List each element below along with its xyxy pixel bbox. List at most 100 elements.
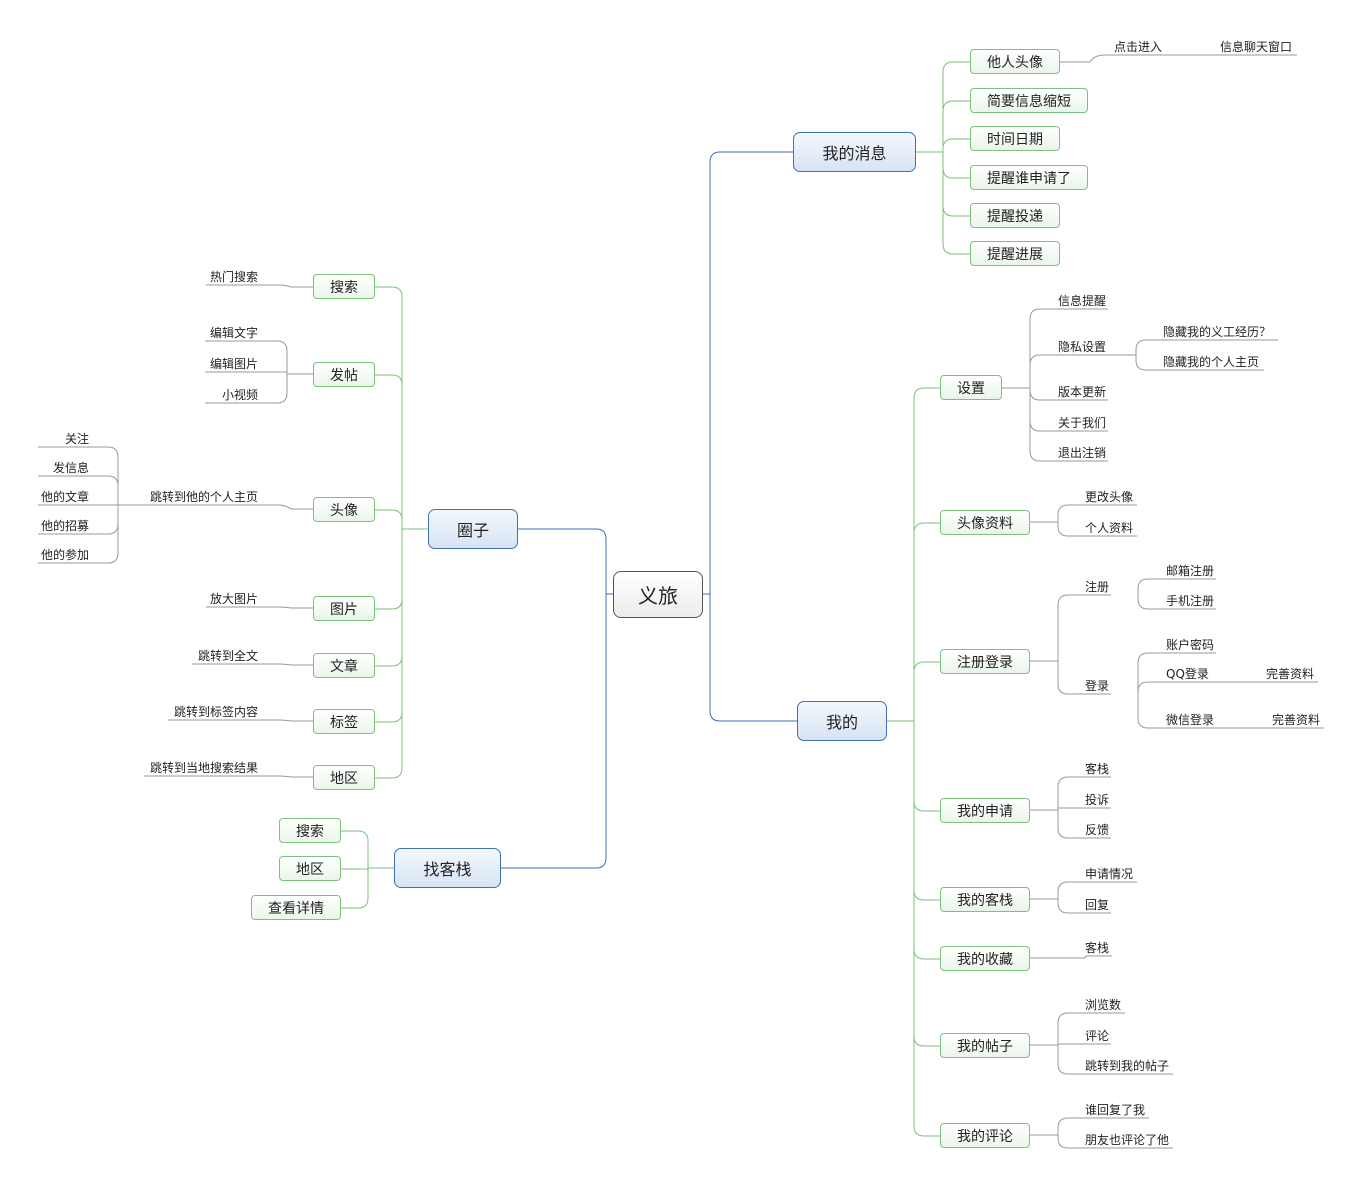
circle-avatar-leaf2[interactable]: 关注 (64, 432, 89, 446)
login-link (1137, 681, 1162, 694)
mine-item[interactable]: 我的帖子 (940, 1033, 1030, 1058)
fav-leaf[interactable]: 客栈 (1085, 941, 1110, 955)
circle-search-leaf[interactable]: 热门搜索 (209, 270, 258, 284)
msg-item[interactable]: 简要信息缩短 (970, 88, 1088, 113)
mycomment-leaf[interactable]: 谁回复了我 (1085, 1103, 1146, 1117)
mypost-leaf[interactable]: 评论 (1085, 1029, 1110, 1043)
circle-item[interactable]: 发帖 (313, 362, 375, 387)
circle-post-leaf[interactable]: 编辑图片 (209, 357, 258, 371)
mine-item[interactable]: 头像资料 (940, 510, 1030, 535)
apply-leaf[interactable]: 投诉 (1085, 793, 1110, 807)
mypost-link (1057, 1045, 1083, 1075)
msg-item[interactable]: 他人头像 (970, 49, 1060, 74)
circle-article-leaf[interactable]: 跳转到全文 (197, 649, 258, 663)
circle-post-leaf[interactable]: 小视频 (221, 388, 258, 402)
mine-item[interactable]: 设置 (940, 375, 1002, 400)
settings-leaf[interactable]: 信息提醒 (1058, 294, 1107, 308)
circle-region-leaf-link (144, 775, 313, 778)
msg-avatar-sub2[interactable]: 信息聊天窗口 (1220, 40, 1293, 54)
branch-circle[interactable]: 圈子 (428, 509, 518, 549)
login-leaf[interactable]: QQ登录 (1166, 667, 1209, 681)
apply-leaf[interactable]: 客栈 (1085, 762, 1110, 776)
myinn-leaf[interactable]: 申请情况 (1085, 867, 1134, 881)
mypost-link (1057, 1012, 1083, 1045)
msg-link (942, 61, 970, 152)
inn-item[interactable]: 地区 (279, 856, 341, 881)
settings-leaf[interactable]: 版本更新 (1058, 385, 1107, 399)
mine-link (913, 661, 940, 721)
inn-link (341, 830, 369, 868)
avatar2-link (38, 505, 119, 564)
circle-image-leaf-link (206, 606, 313, 609)
branch-inn[interactable]: 找客栈 (394, 848, 501, 888)
settings-leaf[interactable]: 关于我们 (1058, 416, 1107, 430)
circle-region-leaf[interactable]: 跳转到当地搜索结果 (149, 761, 258, 775)
settings-leaf[interactable]: 隐私设置 (1058, 340, 1107, 354)
circle-item[interactable]: 地区 (313, 765, 375, 790)
msg-item[interactable]: 提醒投递 (970, 203, 1060, 228)
msg-item[interactable]: 提醒谁申请了 (970, 165, 1088, 190)
circle-article-leaf-link (192, 663, 313, 666)
register-leaf[interactable]: 手机注册 (1166, 594, 1215, 608)
circle-image-leaf[interactable]: 放大图片 (209, 592, 258, 606)
mine-item[interactable]: 我的收藏 (940, 946, 1030, 971)
mine-item[interactable]: 我的评论 (940, 1123, 1030, 1148)
inn-item[interactable]: 搜索 (279, 818, 341, 843)
settings-leaf[interactable]: 退出注销 (1058, 446, 1107, 460)
branch-messages[interactable]: 我的消息 (793, 132, 916, 172)
register-link (1137, 578, 1162, 595)
circle-item[interactable]: 头像 (313, 497, 375, 522)
circle-item[interactable]: 标签 (313, 709, 375, 734)
circle-avatar-leaf2[interactable]: 他的文章 (40, 490, 89, 504)
circle-post-link (205, 371, 288, 374)
privacy-leaf[interactable]: 隐藏我的个人主页 (1163, 355, 1260, 369)
mine-link (913, 522, 940, 721)
mypost-leaf[interactable]: 跳转到我的帖子 (1085, 1059, 1170, 1073)
circle-avatar-leaf2[interactable]: 他的招募 (40, 519, 89, 533)
msg-item[interactable]: 时间日期 (970, 126, 1060, 151)
circle-search-leaf-link (206, 284, 313, 288)
circle-item[interactable]: 图片 (313, 596, 375, 621)
fav-under (1084, 955, 1112, 959)
mypost-leaf[interactable]: 浏览数 (1085, 998, 1122, 1012)
inn-item[interactable]: 查看详情 (251, 895, 341, 920)
circle-item[interactable]: 文章 (313, 653, 375, 678)
wechat-sub[interactable]: 完善资料 (1272, 713, 1321, 727)
circle-avatar-leaf[interactable]: 跳转到他的个人主页 (149, 490, 258, 504)
circle-avatar-leaf2[interactable]: 他的参加 (40, 548, 89, 562)
mine-link (913, 721, 940, 1137)
circle-item[interactable]: 搜索 (313, 274, 375, 299)
reglogin-leaf[interactable]: 登录 (1085, 679, 1110, 693)
avatar2-link (38, 475, 119, 505)
privacy-link (1135, 339, 1160, 355)
branch-mine[interactable]: 我的 (797, 701, 887, 741)
myinn-leaf[interactable]: 回复 (1085, 898, 1110, 912)
register-leaf[interactable]: 邮箱注册 (1166, 564, 1215, 578)
apply-leaf[interactable]: 反馈 (1085, 823, 1110, 837)
mine-item[interactable]: 我的申请 (940, 798, 1030, 823)
apply-link (1057, 776, 1083, 810)
circle-tag-leaf[interactable]: 跳转到标签内容 (173, 705, 258, 719)
msg-item[interactable]: 提醒进展 (970, 241, 1060, 266)
settings-link (1029, 354, 1056, 388)
root-node[interactable]: 义旅 (613, 571, 703, 618)
circle-post-link (205, 340, 288, 374)
mine-item[interactable]: 我的客栈 (940, 887, 1030, 912)
mine-link (913, 387, 940, 721)
circle-avatar-leaf2[interactable]: 发信息 (52, 461, 89, 475)
mycomment-leaf[interactable]: 朋友也评论了他 (1085, 1133, 1170, 1147)
mycomment-link (1057, 1117, 1083, 1135)
login-leaf[interactable]: 账户密码 (1166, 638, 1215, 652)
circle-tag-leaf-link (168, 719, 313, 722)
profile-leaf[interactable]: 个人资料 (1085, 521, 1134, 535)
privacy-leaf[interactable]: 隐藏我的义工经历？ (1163, 325, 1272, 339)
circle-post-leaf[interactable]: 编辑文字 (209, 326, 258, 340)
mine-item[interactable]: 注册登录 (940, 649, 1030, 674)
qq-sub[interactable]: 完善资料 (1266, 667, 1315, 681)
msg-avatar-sub[interactable]: 点击进入 (1114, 40, 1163, 54)
reglogin-leaf[interactable]: 注册 (1085, 580, 1110, 594)
login-leaf[interactable]: 微信登录 (1166, 713, 1215, 727)
myinn-link (1057, 881, 1083, 899)
login-link (1137, 652, 1162, 694)
profile-leaf[interactable]: 更改头像 (1085, 490, 1134, 504)
